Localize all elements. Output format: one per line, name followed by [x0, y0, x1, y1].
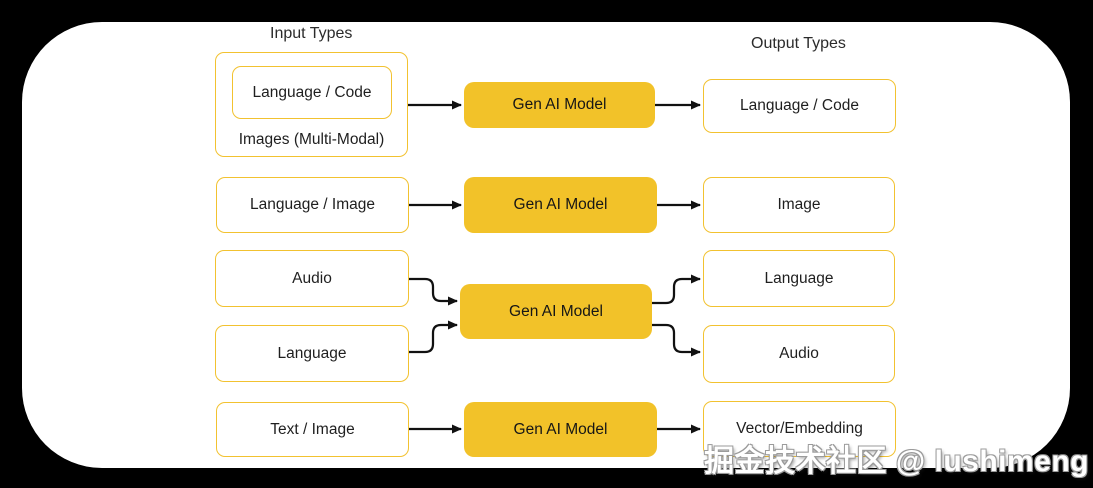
gen-ai-model-box-2: Gen AI Model	[464, 177, 657, 233]
output-box-audio: Audio	[703, 325, 895, 383]
input-box-language-code: Language / Code	[232, 66, 392, 119]
input-box-text-image: Text / Image	[216, 402, 409, 457]
input-types-heading: Input Types	[270, 25, 353, 42]
input-group-label: Images (Multi-Modal)	[238, 131, 385, 148]
output-box-language-code: Language / Code	[703, 79, 896, 133]
gen-ai-model-box-4: Gen AI Model	[464, 402, 657, 457]
watermark-text: 掘金技术社区 @ lushimeng	[704, 445, 1089, 478]
gen-ai-model-box-1: Gen AI Model	[464, 82, 655, 128]
input-group-multimodal: Language / Code Images (Multi-Modal)	[215, 52, 408, 157]
output-box-language: Language	[703, 250, 895, 307]
input-box-audio: Audio	[215, 250, 409, 307]
input-box-language: Language	[215, 325, 409, 382]
output-types-heading: Output Types	[751, 35, 846, 52]
input-box-language-image: Language / Image	[216, 177, 409, 233]
gen-ai-model-box-3: Gen AI Model	[460, 284, 652, 339]
output-box-vector-embedding: Vector/Embedding	[703, 401, 896, 457]
output-box-image: Image	[703, 177, 895, 233]
